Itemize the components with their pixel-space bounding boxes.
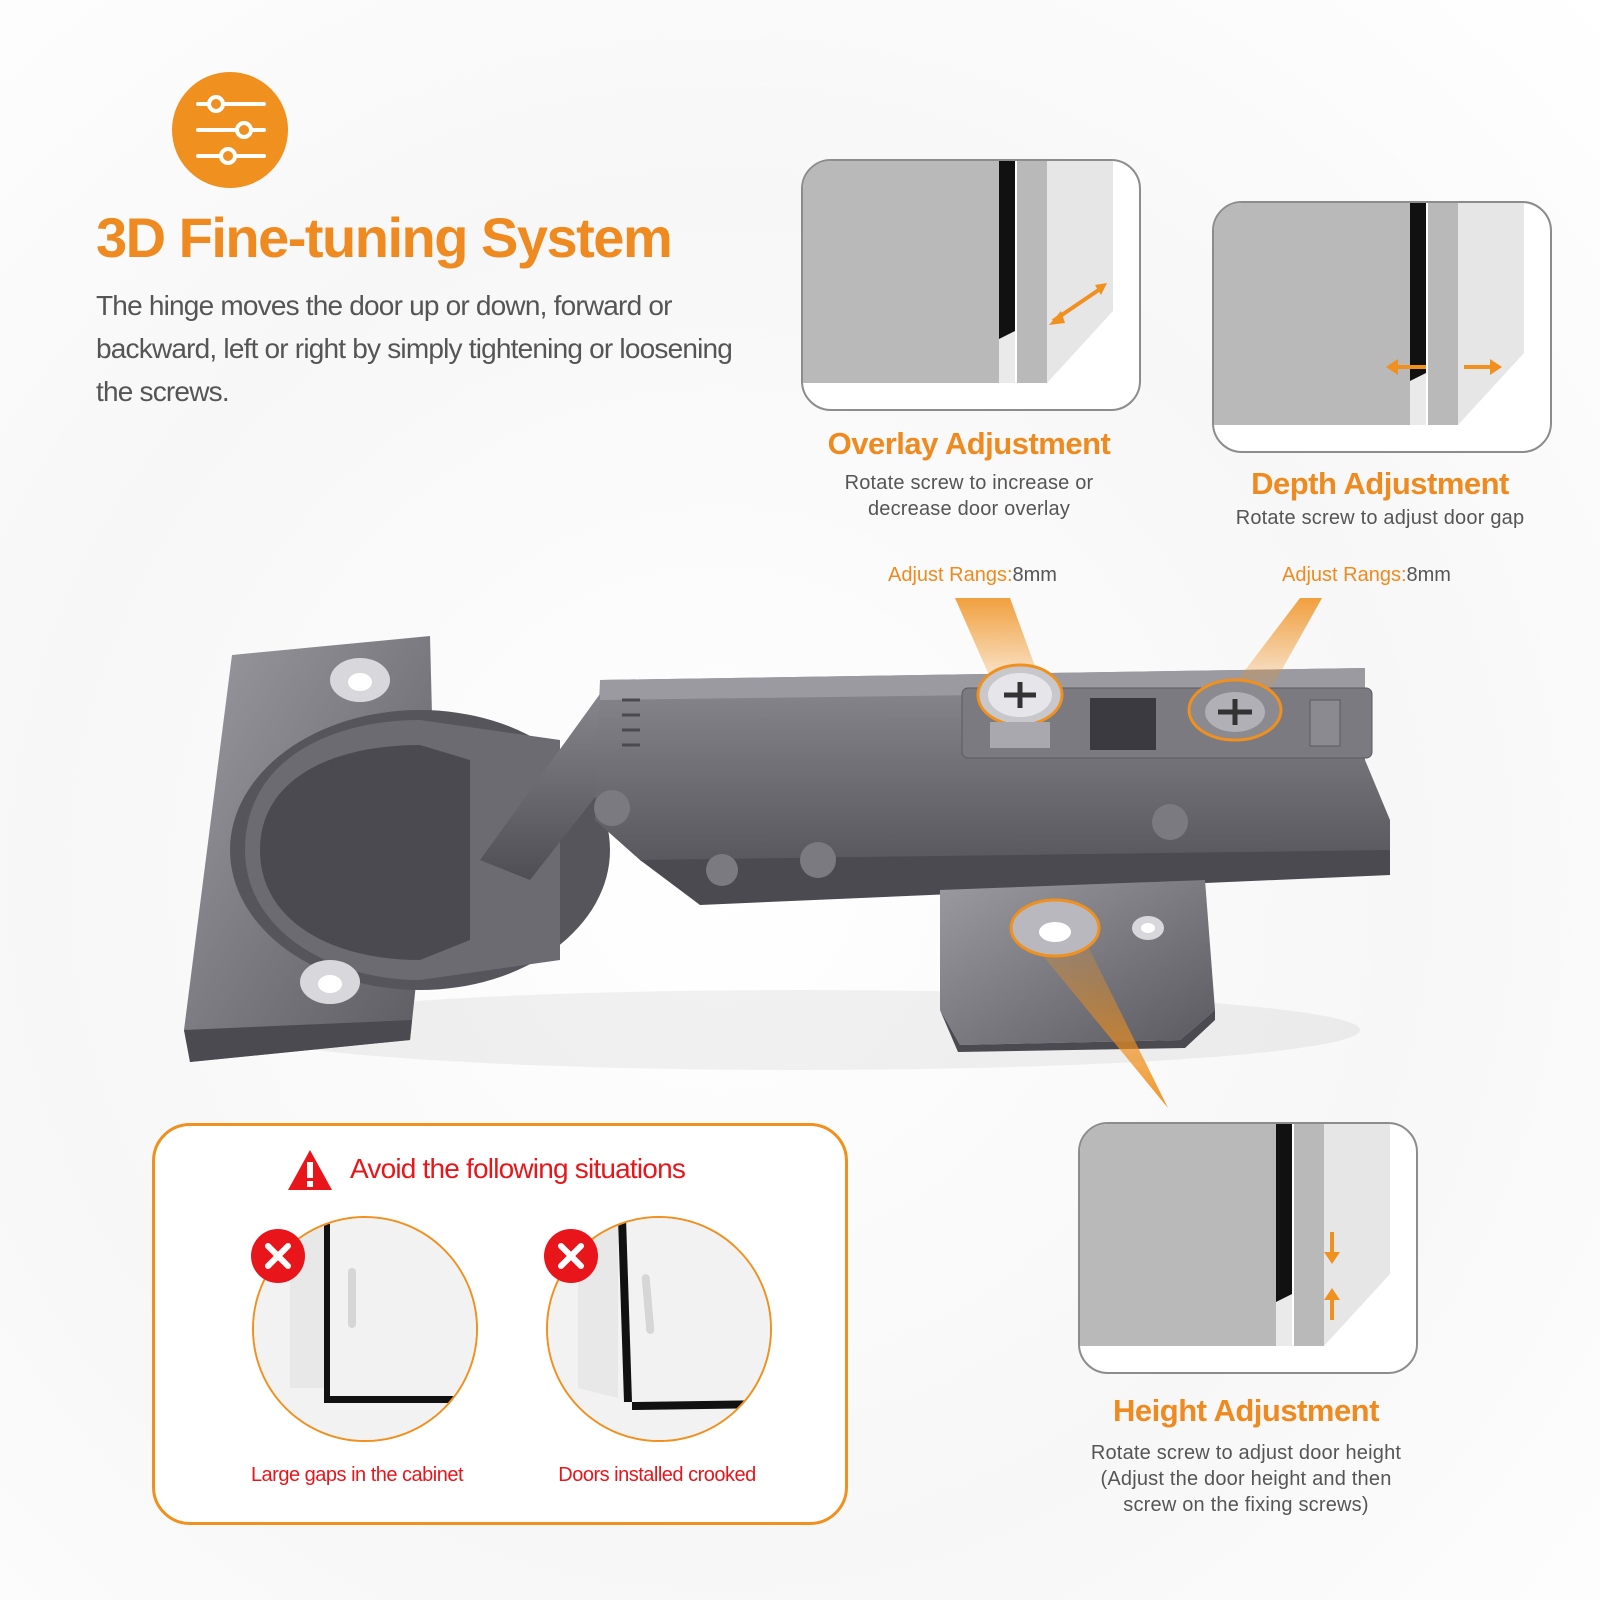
height-title: Height Adjustment xyxy=(1113,1393,1379,1428)
depth-text: Rotate screw to adjust door gap xyxy=(1235,507,1525,529)
overlay-title: Overlay Adjustment xyxy=(827,426,1111,461)
crooked-situation-label: Doors installed crooked xyxy=(558,1464,756,1486)
height-text-line1: Rotate screw to adjust door height xyxy=(1090,1442,1402,1464)
sliders-icon xyxy=(172,72,288,188)
crooked-situation-illustration xyxy=(546,1216,772,1442)
depth-range-value: 8mm xyxy=(1406,564,1451,586)
height-diagram xyxy=(1078,1122,1418,1374)
depth-title: Depth Adjustment xyxy=(1251,466,1509,501)
warning-title: Avoid the following situations xyxy=(350,1153,686,1184)
depth-diagram xyxy=(1212,201,1552,453)
page-title: 3D Fine-tuning System xyxy=(96,206,673,269)
depth-range-label: Adjust Rangs: xyxy=(1282,564,1407,586)
error-x-icon xyxy=(543,1228,599,1284)
gap-situation-label: Large gaps in the cabinet xyxy=(250,1464,464,1486)
depth-range: Adjust Rangs:8mm xyxy=(1282,564,1451,587)
warning-triangle-icon xyxy=(286,1148,334,1192)
height-text-line2: (Adjust the door height and then xyxy=(1100,1468,1392,1490)
height-text-line3: screw on the fixing screws) xyxy=(1123,1494,1369,1516)
error-x-icon xyxy=(250,1228,306,1284)
overlay-range-label: Adjust Rangs: xyxy=(888,564,1013,586)
overlay-range-value: 8mm xyxy=(1012,564,1057,586)
overlay-text: Rotate screw to increase or decrease doo… xyxy=(844,472,1094,520)
overlay-diagram xyxy=(801,159,1141,411)
page-description: The hinge moves the door up or down, for… xyxy=(96,290,733,407)
overlay-range: Adjust Rangs:8mm xyxy=(888,564,1057,587)
